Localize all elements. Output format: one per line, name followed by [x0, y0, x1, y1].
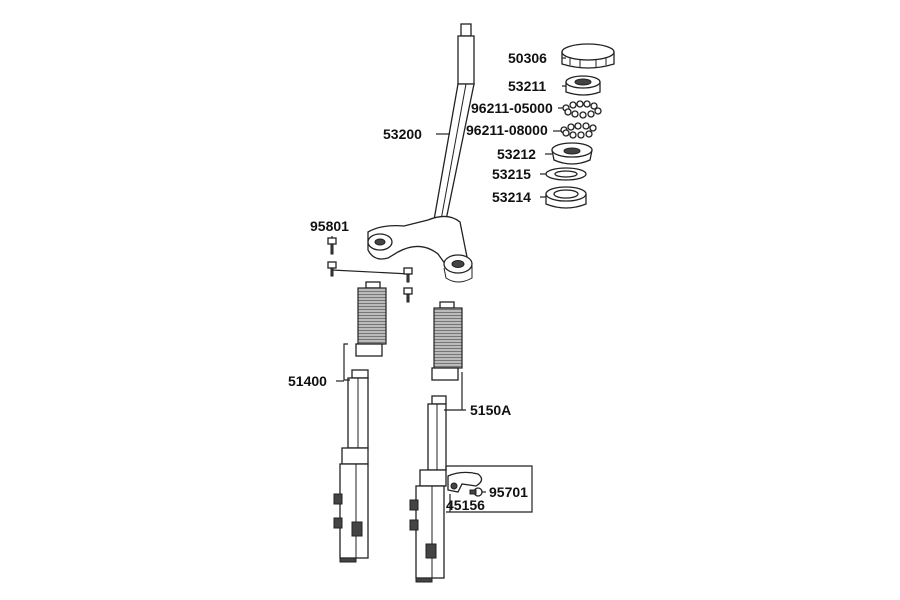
right-fork-leg	[409, 395, 447, 583]
label-53214: 53214	[492, 189, 531, 205]
label-51400: 51400	[288, 373, 327, 389]
bottom-race-53214	[545, 186, 587, 209]
leader-lines	[331, 57, 566, 513]
lock-nut-50306	[561, 43, 615, 69]
label-45156: 45156	[446, 497, 485, 513]
label-53200: 53200	[383, 126, 422, 142]
label-53211: 53211	[508, 78, 546, 94]
steel-ball-set-96211-08000	[560, 122, 597, 139]
label-5150A: 5150A	[470, 402, 511, 418]
clamp-bolts-95801	[327, 237, 413, 303]
label-53215: 53215	[492, 166, 531, 182]
cone-race-53211	[565, 75, 601, 96]
hose-bracket-45156	[447, 471, 483, 493]
right-fork-boot	[431, 301, 463, 381]
label-50306: 50306	[508, 50, 547, 66]
label-96211-08000: 96211-08000	[466, 122, 548, 138]
left-fork-boot	[355, 281, 387, 357]
steel-ball-set-96211-05000	[562, 100, 602, 119]
ball-race-53212	[551, 142, 593, 165]
label-95801: 95801	[310, 218, 349, 234]
steering-stem	[367, 23, 475, 283]
left-fork-leg	[333, 369, 369, 563]
bolt-95701	[469, 487, 483, 497]
label-96211-05000: 96211-05000	[471, 100, 553, 116]
label-95701: 95701	[489, 484, 528, 500]
label-53212: 53212	[497, 146, 536, 162]
dust-seal-53215	[545, 167, 587, 181]
